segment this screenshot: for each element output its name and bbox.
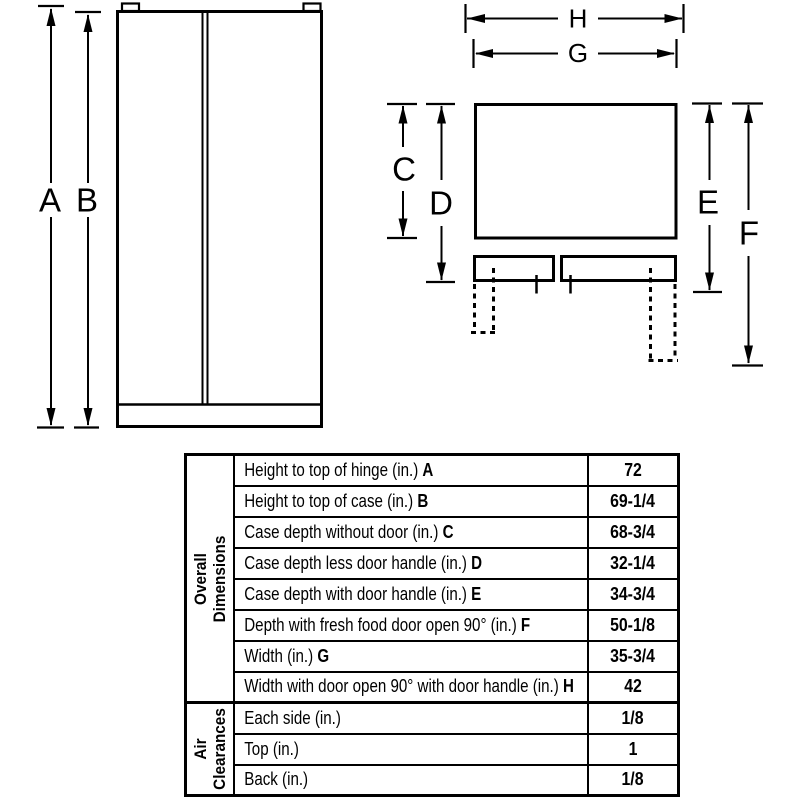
- table-row: Air Clearances Each side (in.) 1/8: [184, 701, 680, 797]
- table-row: Height to top of case (in.)B 69-1/4: [186, 484, 680, 518]
- row-letter: H: [562, 676, 574, 697]
- dim-a-line: [37, 4, 64, 429]
- row-letter: B: [417, 490, 429, 511]
- table-row: Depth with fresh food door open 90° (in.…: [186, 608, 680, 642]
- section-title-line: Air: [190, 738, 210, 760]
- dim-b-line: [74, 10, 101, 429]
- row-value: 68-3/4: [610, 521, 656, 542]
- row-label: Width with door open 90° with door handl…: [244, 676, 559, 697]
- row-value: 32-1/4: [610, 552, 656, 573]
- row-label: Case depth without door (in.): [244, 521, 439, 542]
- section-header-air-clearances: Air Clearances: [184, 701, 235, 797]
- row-value: 69-1/4: [610, 490, 656, 511]
- row-value: 1/8: [621, 707, 645, 728]
- dim-d-line: [426, 102, 455, 284]
- row-value: 1: [628, 738, 638, 759]
- case-outline-top: [474, 103, 678, 240]
- row-letter: E: [471, 583, 482, 604]
- table-row: Case depth without door (in.)C 68-3/4: [186, 515, 680, 549]
- right-door-top: [560, 255, 677, 282]
- dim-h-line: [464, 4, 685, 33]
- row-letter: D: [471, 552, 483, 573]
- dimension-diagrams: A B H G: [37, 2, 763, 429]
- dim-f-line: [732, 102, 763, 367]
- section-header-overall-dimensions: Overall Dimensions: [184, 453, 235, 704]
- table-row: Width (in.)G 35-3/4: [186, 639, 680, 673]
- row-letter: A: [422, 459, 434, 480]
- front-view-diagram: A B: [37, 2, 323, 429]
- table-row: Top (in.) 1: [186, 732, 680, 766]
- left-door-top: [473, 255, 555, 282]
- row-value: 50-1/8: [610, 614, 656, 635]
- table-row: Case depth with door handle (in.)E 34-3/…: [186, 577, 680, 611]
- dim-h-label: H: [569, 4, 588, 34]
- row-label: Width (in.): [244, 645, 314, 666]
- dim-c-line: [387, 102, 417, 240]
- dim-e-line: [692, 102, 722, 294]
- table-row: Back (in.) 1/8: [186, 763, 680, 797]
- dim-e-label: E: [697, 184, 719, 221]
- dim-d-label: D: [429, 185, 453, 222]
- top-view-diagram: H G: [387, 4, 763, 367]
- dimensions-table: Overall Dimensions Height to top of hing…: [184, 453, 680, 797]
- dim-a-label: A: [39, 182, 61, 219]
- dim-b-label: B: [76, 182, 98, 219]
- row-value: 72: [624, 459, 642, 480]
- fridge-outline: [116, 10, 323, 428]
- dim-g-line: [472, 39, 678, 68]
- row-label: Top (in.): [244, 738, 299, 759]
- door-divider: [201, 12, 209, 404]
- table-row: Overall Dimensions Height to top of hing…: [184, 453, 680, 704]
- dim-f-label: F: [739, 215, 759, 252]
- left-handle-dashed: [471, 268, 497, 334]
- table-row: Width with door open 90° with door handl…: [186, 670, 680, 704]
- right-handle-dashed: [648, 268, 678, 362]
- row-label: Case depth less door handle (in.): [244, 552, 467, 573]
- row-value: 1/8: [621, 769, 645, 790]
- row-value: 42: [624, 676, 642, 697]
- row-letter: G: [317, 645, 330, 666]
- hinge-left: [120, 2, 141, 13]
- row-label: Each side (in.): [244, 707, 341, 728]
- section-title-line: Dimensions: [210, 535, 229, 622]
- row-value: 34-3/4: [610, 583, 656, 604]
- row-label: Depth with fresh food door open 90° (in.…: [244, 614, 517, 635]
- row-label: Case depth with door handle (in.): [244, 583, 467, 604]
- table-row: Case depth less door handle (in.)D 32-1/…: [186, 546, 680, 580]
- row-label: Height to top of hinge (in.): [244, 459, 419, 480]
- dim-c-label: C: [392, 151, 416, 188]
- row-label: Back (in.): [244, 769, 309, 790]
- section-title-line: Clearances: [210, 708, 229, 790]
- row-letter: F: [520, 614, 531, 635]
- dim-g-label: G: [568, 38, 588, 68]
- hinge-right: [302, 2, 322, 13]
- row-value: 35-3/4: [610, 645, 656, 666]
- row-label: Height to top of case (in.): [244, 490, 414, 511]
- row-letter: C: [442, 521, 454, 542]
- section-title-line: Overall: [190, 552, 210, 605]
